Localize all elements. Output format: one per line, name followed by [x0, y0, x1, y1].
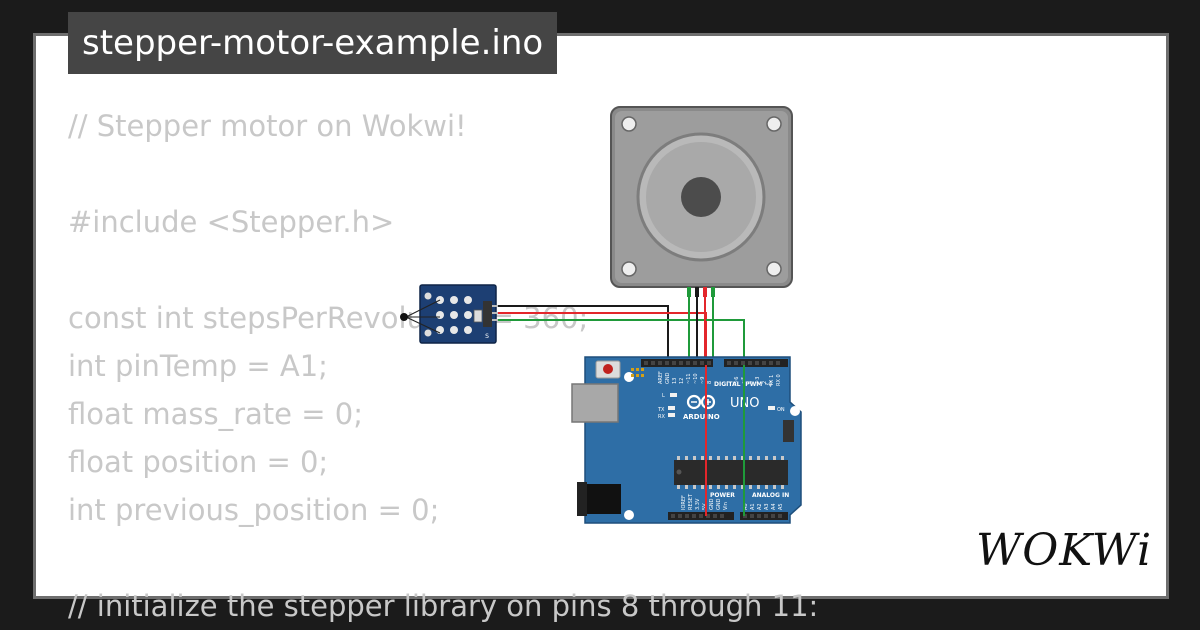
pin-label: A2 [757, 503, 763, 510]
led-on [768, 406, 775, 410]
motor-shaft [681, 177, 721, 217]
pin-label: A4 [771, 503, 777, 510]
board-brand: ARDUINO [683, 413, 720, 421]
project-title-tab[interactable]: stepper-motor-example.ino [68, 12, 558, 74]
code-line: // initialize the stepper library on pin… [68, 589, 819, 623]
pin-label: ~10 [693, 373, 699, 384]
pin-label: ~11 [686, 373, 692, 384]
pin-label: A3 [764, 503, 770, 510]
pin-label: ~3 [755, 377, 761, 384]
wokwi-logo: WOKWi [976, 524, 1151, 578]
sensor-pin-label: S [485, 333, 489, 340]
code-editor[interactable]: // Stepper motor on Wokwi! #include <Step… [68, 102, 818, 630]
led-tx-label: TX [657, 407, 665, 413]
pin-label: 12 [679, 378, 685, 384]
led-l-label: L [662, 393, 665, 399]
pin-label: 13 [672, 378, 678, 384]
code-line: float position = 0; [68, 445, 329, 479]
thermistor-probe [400, 299, 441, 334]
temperature-sensor-module[interactable]: S [400, 284, 498, 344]
stepper-motor[interactable] [610, 106, 793, 297]
code-line: float mass_rate = 0; [68, 397, 363, 431]
motor-screw-hole [766, 261, 782, 277]
power-label: POWER [710, 492, 735, 499]
pin-label: 3.3V [695, 498, 701, 510]
code-line: // Stepper motor on Wokwi! [68, 109, 467, 143]
wire-gnd[interactable] [493, 305, 669, 365]
motor-screw-hole [766, 116, 782, 132]
pin-label: 4 [748, 381, 754, 384]
pin-label: GND [709, 498, 715, 510]
sensor-resistor [473, 309, 483, 323]
pin-label: RX 0 [776, 374, 782, 386]
pin-label: IOREF [681, 495, 687, 510]
motor-screw-hole [621, 261, 637, 277]
pin-label: 7 [727, 381, 733, 384]
pin-label: ~9 [700, 377, 706, 384]
mounting-hole [624, 510, 634, 520]
led-rx [668, 413, 675, 417]
arduino-uno-board[interactable]: AREF GND 13 12 ~11 ~10 ~9 8 7 ~6 ~5 4 ~3… [571, 356, 802, 524]
wokwi-logo-text: WOKWi [976, 525, 1153, 576]
pin-label: A5 [778, 503, 784, 510]
analog-label: ANALOG IN [752, 492, 789, 499]
pin-label: A0 [743, 503, 749, 510]
led-on-label: ON [777, 407, 785, 413]
motor-screw-hole [621, 116, 637, 132]
pin-label: Vin [723, 502, 729, 510]
pin-label: GND [716, 498, 722, 510]
pin-label: 8 [707, 381, 713, 384]
code-line: #include <Stepper.h> [68, 205, 395, 239]
pin-label: 2 [762, 381, 768, 384]
sensor-header [483, 301, 492, 327]
led-rx-label: RX [658, 414, 665, 420]
usb-port [571, 383, 619, 423]
code-line: int pinTemp = A1; [68, 349, 328, 383]
pin-label: AREF [658, 371, 664, 384]
pin-label: TX 1 [769, 375, 775, 387]
digital-header-left [641, 359, 713, 367]
led-tx [668, 406, 675, 410]
code-line: int previous_position = 0; [68, 493, 440, 527]
led-l [670, 393, 677, 397]
mounting-hole [790, 406, 800, 416]
atmega-chip [674, 456, 788, 489]
pin-label: A1 [750, 503, 756, 510]
wire-overlays [705, 365, 745, 516]
pin-label: ~6 [734, 377, 740, 384]
pin-label: GND [665, 372, 671, 384]
pin-label: RESET [688, 493, 694, 510]
